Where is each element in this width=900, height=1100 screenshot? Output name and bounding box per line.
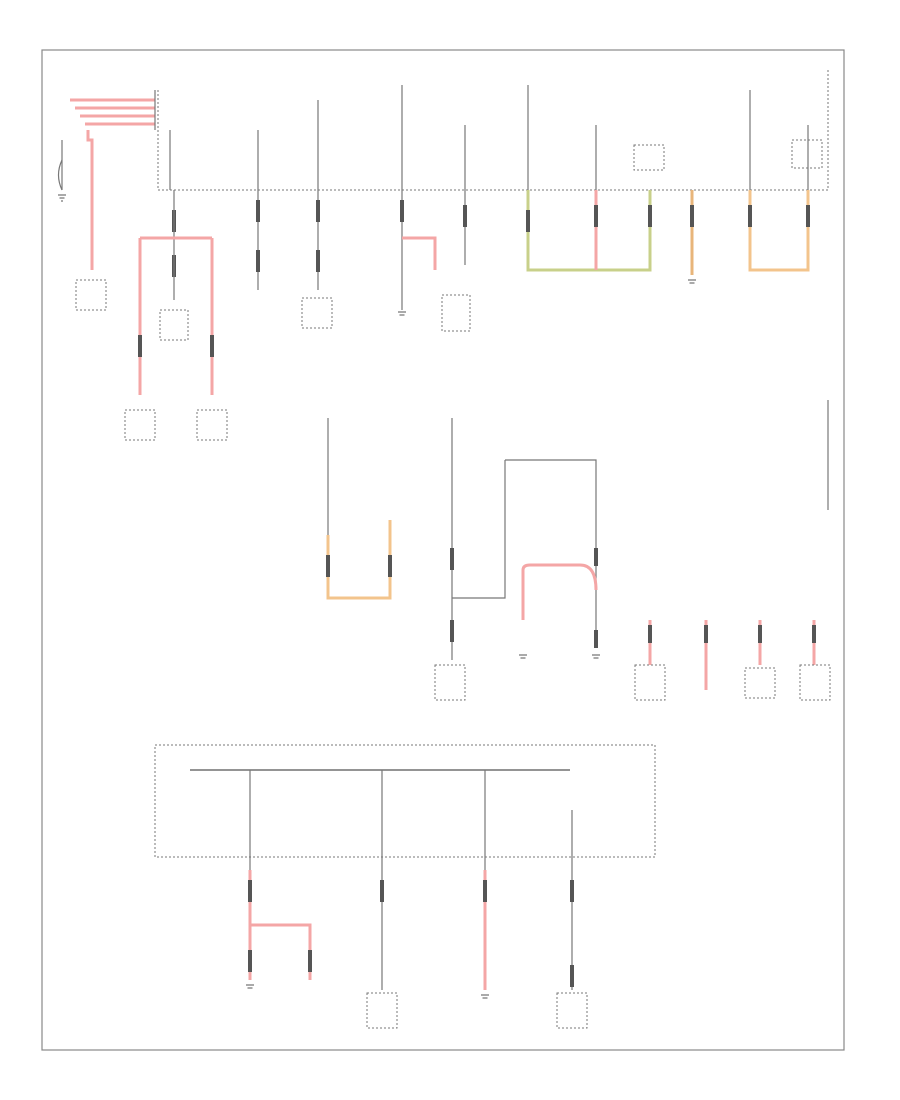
- bottom-fuse-box: [154, 744, 656, 858]
- ground-symbol-4: [519, 654, 527, 659]
- red-jumper-top: [402, 236, 437, 270]
- component-top-1: [301, 297, 333, 329]
- relay-component-1: [159, 309, 189, 341]
- component-bottom-1: [366, 992, 398, 1029]
- relay-box-b: [791, 139, 823, 169]
- middle-branches: [326, 400, 829, 690]
- battery-component: [75, 279, 107, 311]
- left-relay-branch: [138, 190, 214, 395]
- component-mid-2: [634, 664, 666, 701]
- bottom-branches: [248, 770, 574, 990]
- component-top-2: [441, 294, 471, 332]
- ground-symbol-2: [398, 311, 406, 316]
- ground-symbol-3: [688, 279, 696, 284]
- relay-box-a: [633, 144, 665, 171]
- relay-component-3: [196, 409, 228, 441]
- component-mid-1: [434, 664, 466, 701]
- component-bottom-2: [556, 992, 588, 1029]
- ground-symbol-6: [246, 984, 254, 989]
- top-fuse-branches: [169, 85, 466, 310]
- right-top-branches: [526, 85, 810, 275]
- ground-symbol: [58, 194, 66, 202]
- component-mid-3: [744, 667, 776, 699]
- component-mid-4: [799, 664, 831, 701]
- ground-symbol-5: [592, 654, 600, 659]
- relay-component-2: [124, 409, 156, 441]
- battery-feed-harness: [57, 90, 156, 270]
- ground-symbol-7: [481, 994, 489, 999]
- diagram-frame: [41, 49, 845, 1051]
